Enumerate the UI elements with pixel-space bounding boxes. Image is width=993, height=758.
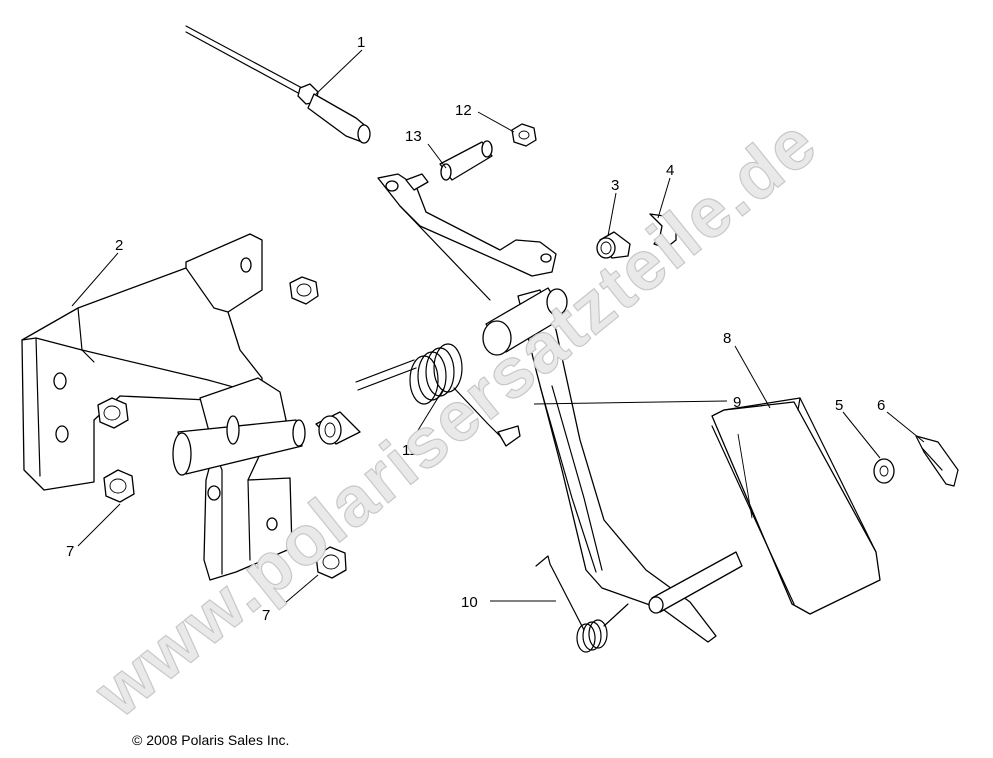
callout-4: 4 bbox=[666, 162, 674, 179]
callout-12: 12 bbox=[455, 102, 472, 119]
nut-part-7-upper bbox=[289, 276, 319, 305]
callout-6: 6 bbox=[877, 397, 885, 414]
spring-part-11 bbox=[315, 343, 521, 447]
callout-7-left: 7 bbox=[66, 543, 74, 560]
pedal-pad-part-8 bbox=[711, 397, 881, 615]
nut-part-12 bbox=[511, 123, 537, 147]
callout-9: 9 bbox=[733, 394, 741, 411]
eclip-part-4 bbox=[649, 213, 677, 249]
callout-2: 2 bbox=[115, 237, 123, 254]
pedal-arm-part-9 bbox=[482, 287, 743, 643]
callout-10: 10 bbox=[461, 594, 478, 611]
pivot-bracket bbox=[172, 377, 306, 581]
callout-13: 13 bbox=[405, 128, 422, 145]
callout-1: 1 bbox=[357, 34, 365, 51]
washer-part-5 bbox=[873, 458, 895, 484]
callout-labels: 1 2 3 4 5 6 7 7 8 9 10 11 12 13 bbox=[66, 34, 885, 624]
bushing-part-3 bbox=[596, 231, 631, 259]
leader-lines bbox=[71, 49, 925, 610]
nut-part-7-left-a bbox=[97, 397, 129, 429]
callout-3: 3 bbox=[611, 177, 619, 194]
nut-part-7-left-b bbox=[103, 469, 135, 503]
nut-part-7-lower bbox=[315, 546, 347, 579]
cable-part-1 bbox=[185, 25, 371, 144]
bracket-part-2 bbox=[21, 233, 263, 491]
clip-part-6 bbox=[915, 435, 959, 487]
spring-part-10 bbox=[535, 555, 629, 653]
throttle-arm bbox=[377, 173, 557, 301]
copyright-notice: © 2008 Polaris Sales Inc. bbox=[132, 732, 289, 748]
callout-7-lower: 7 bbox=[262, 607, 270, 624]
callout-5: 5 bbox=[835, 397, 843, 414]
pin-part-13 bbox=[439, 140, 493, 181]
callout-11: 11 bbox=[402, 442, 418, 459]
callout-8: 8 bbox=[723, 330, 731, 347]
